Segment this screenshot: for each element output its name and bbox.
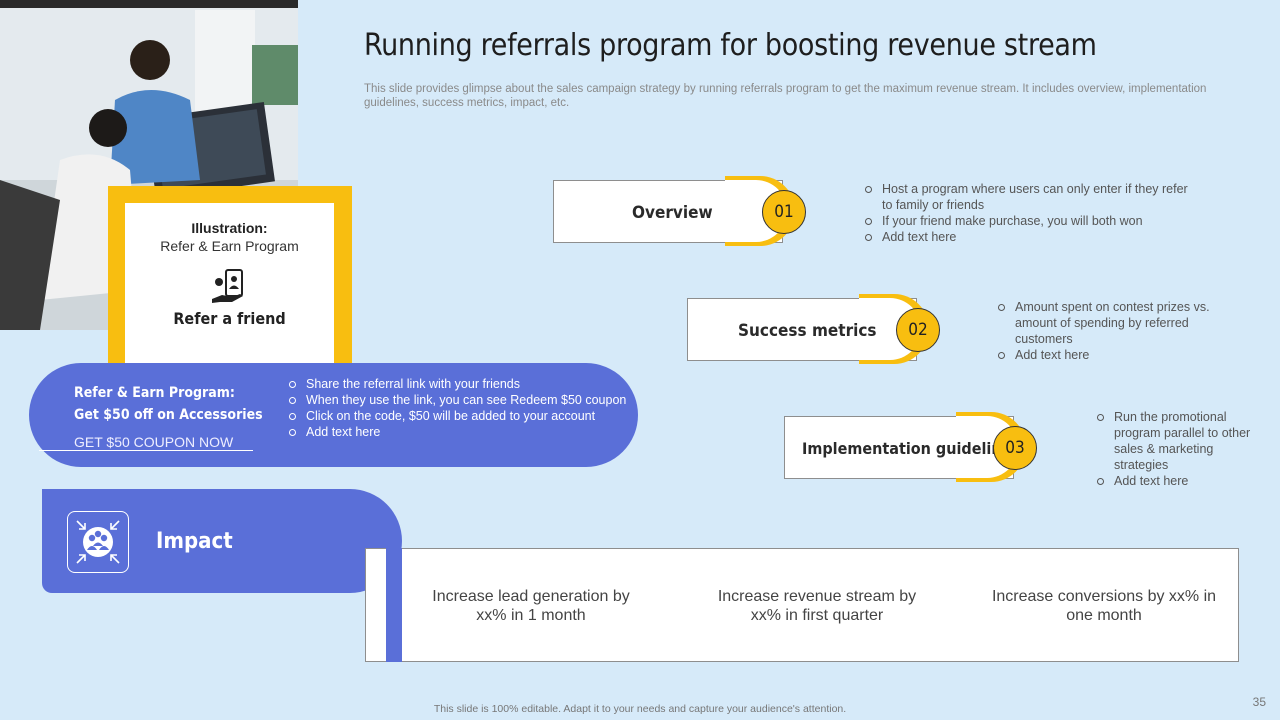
program-bullets: Share the referral link with your friend…	[287, 376, 627, 440]
coupon-link[interactable]: GET $50 COUPON NOW	[74, 434, 234, 450]
list-item: Run the promotional program parallel to …	[1095, 409, 1255, 473]
people-network-icon	[67, 511, 129, 573]
step-implementation-bullets: Run the promotional program parallel to …	[1095, 409, 1255, 489]
illustration-subheading: Refer & Earn Program	[160, 238, 299, 254]
step-implementation-label: Implementation guidelines	[802, 439, 1020, 458]
step-overview-label: Overview	[632, 203, 713, 223]
page-number: 35	[1252, 695, 1266, 709]
list-item: Add text here	[863, 229, 1193, 245]
impact-title: Impact	[156, 529, 233, 554]
coupon-underline	[39, 450, 253, 451]
step-number-badge: 02	[896, 308, 940, 352]
impact-item: Increase conversions by xx% in one month	[991, 588, 1217, 624]
illustration-heading: Illustration:	[191, 220, 268, 236]
page-subtitle: This slide provides glimpse about the sa…	[364, 83, 1207, 109]
list-item: Add text here	[287, 424, 627, 440]
impact-item: Increase lead generation by xx% in 1 mon…	[432, 588, 630, 624]
illustration-card: Illustration: Refer & Earn Program Refer…	[125, 203, 334, 365]
impact-results-box	[365, 548, 1239, 662]
program-panel: Refer & Earn Program: Get $50 off on Acc…	[29, 363, 638, 467]
list-item: If your friend make purchase, you will b…	[863, 213, 1193, 229]
step-success-label: Success metrics	[738, 321, 877, 341]
list-item: Add text here	[996, 347, 1216, 363]
refer-friend-icon	[210, 267, 250, 307]
step-overview-bullets: Host a program where users can only ente…	[863, 181, 1193, 245]
list-item: Share the referral link with your friend…	[287, 376, 627, 392]
impact-accent-strip	[386, 548, 402, 662]
footer-note: This slide is 100% editable. Adapt it to…	[433, 703, 847, 715]
list-item: Add text here	[1095, 473, 1255, 489]
list-item: Amount spent on contest prizes vs. amoun…	[996, 299, 1216, 347]
list-item: When they use the link, you can see Rede…	[287, 392, 627, 408]
list-item: Click on the code, $50 will be added to …	[287, 408, 627, 424]
program-title: Refer & Earn Program: Get $50 off on Acc…	[74, 385, 263, 423]
impact-item: Increase revenue stream by xx% in first …	[717, 588, 917, 624]
refer-friend-label: Refer a friend	[173, 309, 286, 328]
step-number-badge: 01	[762, 190, 806, 234]
list-item: Host a program where users can only ente…	[863, 181, 1193, 213]
page-title: Running referrals program for boosting r…	[364, 28, 1097, 63]
step-success-bullets: Amount spent on contest prizes vs. amoun…	[996, 299, 1216, 363]
step-number-badge: 03	[993, 426, 1037, 470]
